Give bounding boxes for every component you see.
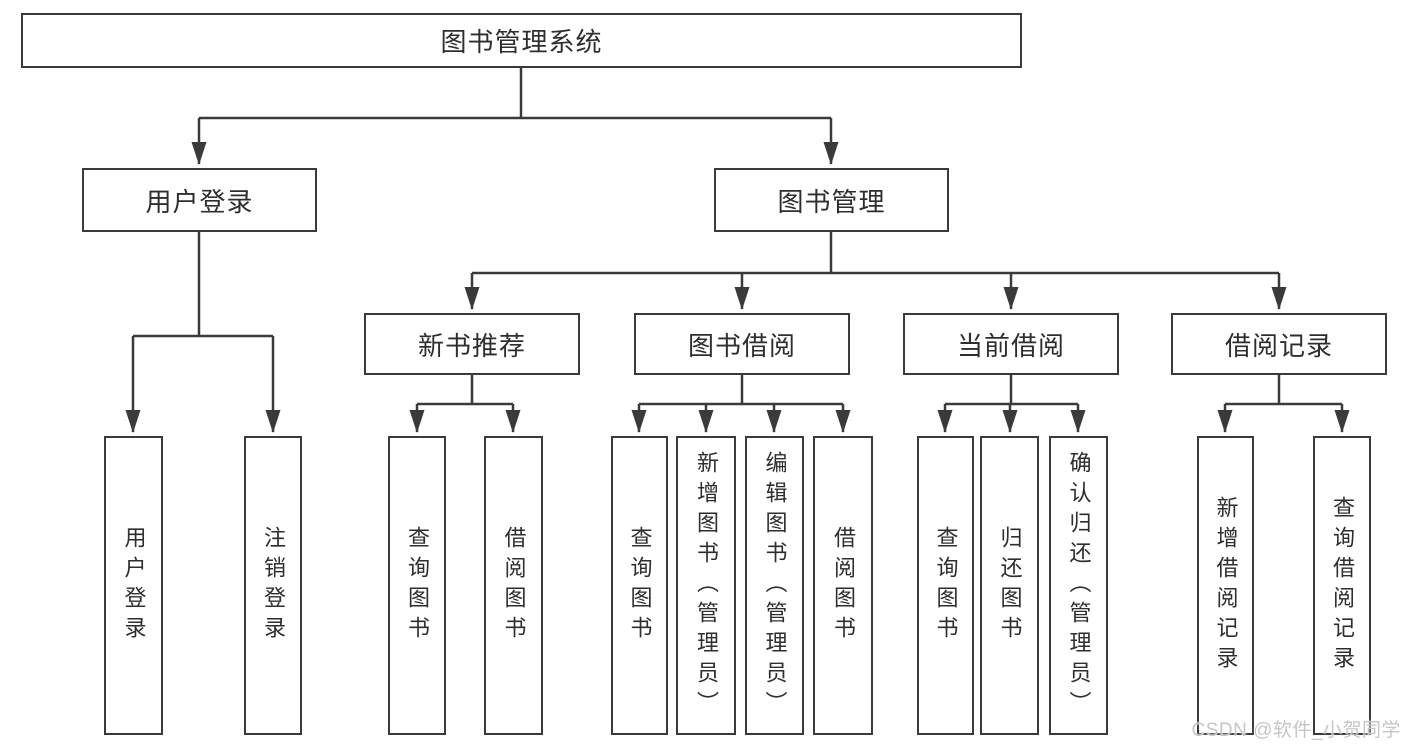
leaf-logout: 注销登录 — [244, 436, 302, 735]
leaf-cb-return-book: 归还图书 — [980, 436, 1039, 735]
leaf-bb-query-book: 查询图书 — [611, 436, 668, 735]
node-current-borrow: 当前借阅 — [903, 313, 1119, 375]
leaf-br-add-record: 新增借阅记录 — [1197, 436, 1254, 735]
leaf-cb-query-book: 查询图书 — [917, 436, 974, 735]
leaf-br-query-record: 查询借阅记录 — [1313, 436, 1371, 735]
watermark-text: CSDN @软件_小贺同学 — [1191, 720, 1401, 741]
leaf-user-login: 用户登录 — [104, 436, 163, 735]
node-book-borrow: 图书借阅 — [634, 313, 850, 375]
leaf-bb-add-book-admin: 新增图书（管理员） — [676, 436, 736, 735]
node-book-management: 图书管理 — [714, 168, 949, 232]
node-library-management-system: 图书管理系统 — [21, 13, 1022, 68]
leaf-bb-borrow-book: 借阅图书 — [813, 436, 873, 735]
node-borrow-records: 借阅记录 — [1171, 313, 1387, 375]
node-new-book-recommend: 新书推荐 — [364, 313, 580, 375]
leaf-bb-edit-book-admin: 编辑图书（管理员） — [745, 436, 804, 735]
leaf-nb-borrow-book: 借阅图书 — [484, 436, 543, 735]
leaf-nb-query-book: 查询图书 — [388, 436, 446, 735]
leaf-cb-confirm-return-admin: 确认归还（管理员） — [1049, 436, 1108, 735]
node-user-login: 用户登录 — [82, 168, 317, 232]
